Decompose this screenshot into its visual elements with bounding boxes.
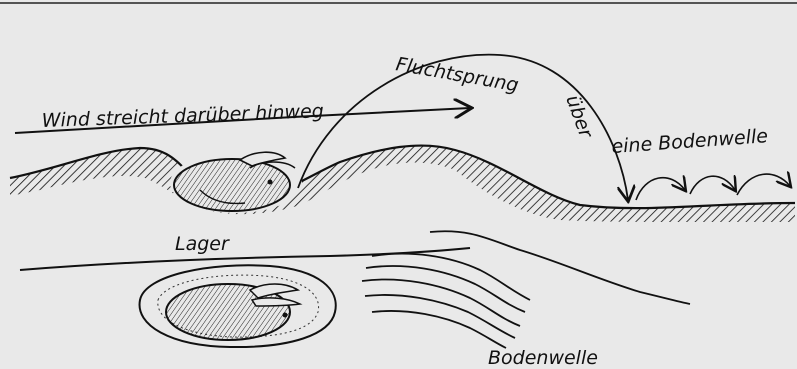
form-label: Lager [175, 233, 230, 255]
ground-wave-bottom-label: Bodenwelle [488, 347, 598, 369]
